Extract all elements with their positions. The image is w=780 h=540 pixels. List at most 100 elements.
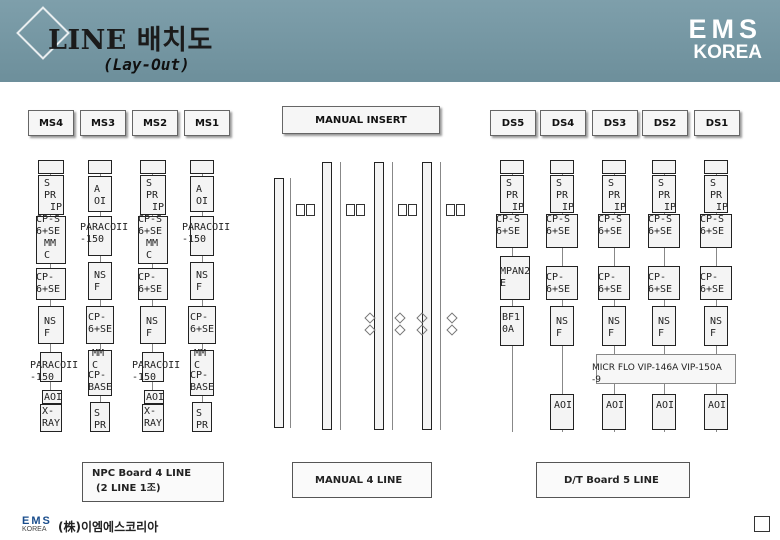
ms3-cpbase-label: CP- BASE (88, 370, 113, 393)
ms1-nsf (190, 262, 214, 300)
manual-marker-4 (394, 324, 406, 336)
ds2-cp6 (648, 266, 680, 300)
manual-op-1 (296, 204, 305, 216)
manual-conveyor-3 (392, 162, 393, 430)
ds2-printer-label: S PR IP (658, 178, 677, 213)
reflow-box (596, 354, 736, 384)
ms2-aoi (144, 390, 164, 404)
ds5-mounter (496, 214, 528, 248)
ms4-mounter (36, 216, 66, 264)
manual-op-8 (456, 204, 465, 216)
ms1-aoi-top (190, 176, 214, 212)
ds1-nsf-label: NS F (710, 316, 723, 339)
ds4-mounter (546, 214, 578, 248)
reflow-label: MICR FLO VIP-146A VIP-150A -9 (592, 363, 722, 385)
ds1-aoi-label: AOI (708, 400, 727, 411)
npc-label-line1: NPC Board 4 LINE (92, 468, 192, 479)
manual-line-label-box (292, 462, 432, 498)
ms2-cp6 (138, 268, 168, 300)
ms3-cp6-label: CP- 6+SE (88, 312, 113, 335)
ds2-mounter-label: CP-S 6+SE (648, 214, 673, 237)
ds5-printer (500, 175, 524, 213)
footer-logo: EMS KOREA (22, 515, 52, 534)
ds5-loader (500, 160, 524, 174)
ms3-paracoil (88, 216, 112, 256)
ds4-nsf (550, 306, 574, 346)
header-banner: LINE 배치도 (Lay-Out) EMS KOREA (0, 0, 780, 82)
brand-ems: EMS (688, 14, 762, 44)
ds3-nsf (602, 306, 626, 346)
ms2-nsf-label: NS F (146, 316, 159, 339)
ms3-nsf-label: NS F (94, 270, 107, 293)
ms2-paracoil (142, 352, 164, 382)
dt-label-box (536, 462, 690, 498)
ms4-loader (38, 160, 64, 174)
manual-line-label: MANUAL 4 LINE (315, 475, 403, 486)
ds3-printer-label: S PR IP (608, 178, 627, 213)
ms1-aoi-top-label: A OI (196, 184, 209, 207)
ms4-mmc-label: MM C (44, 238, 57, 261)
ds4-cp6-label: CP- 6+SE (546, 272, 571, 295)
ds2-mounter (648, 214, 680, 248)
ds1-aoi (704, 394, 728, 430)
ds4-nsf-label: NS F (556, 316, 569, 339)
ds1-loader (704, 160, 728, 174)
ds4-printer-label: S PR IP (556, 178, 575, 213)
ms2-printer-label: S PR IP (146, 178, 165, 213)
ds5-bf10a (500, 306, 524, 346)
footer-logo-ems: EMS (22, 515, 52, 527)
ms1-spr (192, 402, 212, 432)
ms2-xray-label: X- RAY (144, 406, 163, 429)
ms4-cp6-label: CP- 6+SE (36, 272, 61, 295)
manual-op-4 (356, 204, 365, 216)
ds5-bf10a-label: BF1 0A (502, 312, 521, 335)
ds5-tag: DS5 (490, 110, 536, 136)
ms4-nsf (38, 306, 64, 344)
ms2-mounter-label: CP-S 6+SE (138, 214, 163, 237)
ms1-loader (190, 160, 214, 174)
ms2-tag: MS2 (132, 110, 178, 136)
manual-marker-7 (446, 312, 458, 324)
ms4-aoi-label: AOI (44, 392, 63, 403)
ms4-aoi (42, 390, 62, 404)
page-title: LINE 배치도 (48, 25, 213, 56)
ms3-spr-label: S PR (94, 408, 107, 431)
manual-station-4 (422, 162, 432, 430)
ms3-aoi-top (88, 176, 112, 212)
manual-station-1 (274, 178, 284, 428)
ms4-paracoil-label: PARACOII -150 (30, 360, 79, 383)
ds2-cp6-label: CP- 6+SE (648, 272, 673, 295)
ms4-printer (38, 175, 64, 215)
manual-insert-tag: MANUAL INSERT (282, 106, 440, 134)
ms2-aoi-label: AOI (146, 392, 165, 403)
ds1-tag: DS1 (694, 110, 740, 136)
manual-marker-8 (446, 324, 458, 336)
corner-marker (754, 516, 770, 532)
ds2-nsf-label: NS F (658, 316, 671, 339)
ms1-cpbase-label: CP- BASE (190, 370, 215, 393)
ds2-aoi (652, 394, 676, 430)
ms1-mmc (190, 350, 214, 396)
ds4-tag: DS4 (540, 110, 586, 136)
manual-conveyor-1 (290, 178, 291, 428)
ms3-nsf (88, 262, 112, 300)
ms4-tag: MS4 (28, 110, 74, 136)
ms2-xray (142, 404, 164, 432)
ms1-paracoil (190, 216, 214, 256)
ds1-cp6-label: CP- 6+SE (700, 272, 725, 295)
ds4-printer (550, 175, 574, 213)
ms1-cp6-label: CP- 6+SE (190, 312, 215, 335)
manual-station-2 (322, 162, 332, 430)
ds3-nsf-label: NS F (608, 316, 621, 339)
ms4-mounter-label: CP-S 6+SE (36, 214, 61, 237)
ds3-printer (602, 175, 626, 213)
manual-station-3 (374, 162, 384, 430)
ds1-cp6 (700, 266, 732, 300)
ms1-cp6 (188, 306, 216, 344)
ms2-printer (140, 175, 166, 215)
ms2-mounter (138, 216, 168, 264)
ms4-nsf-label: NS F (44, 316, 57, 339)
manual-conveyor-2 (340, 162, 341, 430)
ds4-aoi-label: AOI (554, 400, 573, 411)
ms1-spr-label: S PR (196, 408, 209, 431)
